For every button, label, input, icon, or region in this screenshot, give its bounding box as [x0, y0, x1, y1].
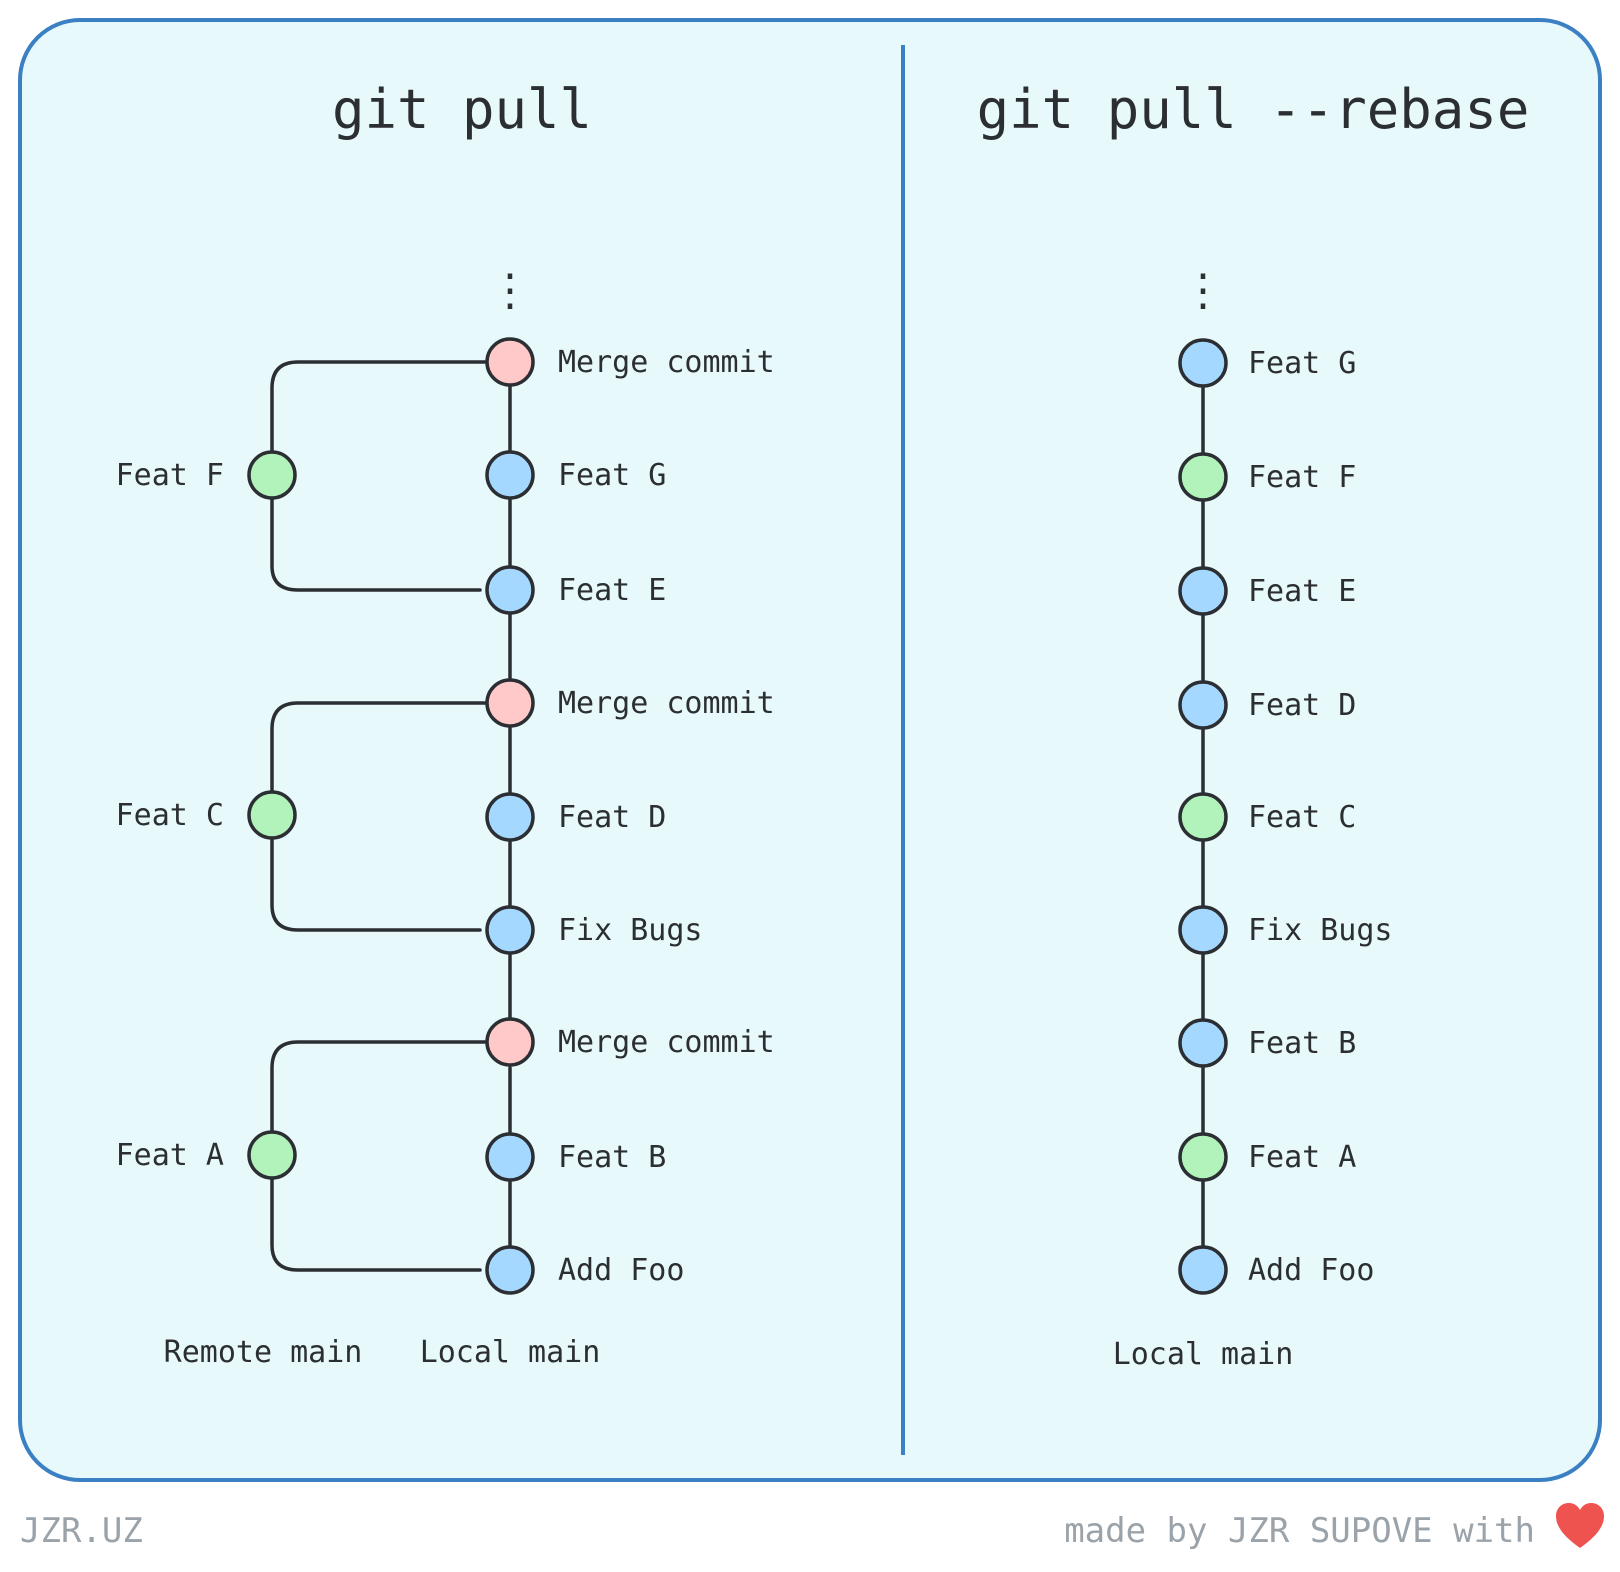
commit-label: Feat C [116, 798, 224, 833]
remote-commit-node [1178, 1132, 1228, 1182]
commit-label: Feat D [1248, 688, 1356, 723]
commit-label: Feat B [1248, 1026, 1356, 1061]
merge-commit-node [485, 1017, 535, 1067]
commit-label: Feat G [558, 458, 666, 493]
commit-label: Add Foo [1248, 1253, 1374, 1288]
commit-label: Fix Bugs [558, 913, 703, 948]
heart-icon [1556, 1503, 1604, 1548]
commit-label: Add Foo [558, 1253, 684, 1288]
commit-label: Feat F [116, 458, 224, 493]
local-commit-node [485, 565, 535, 615]
commit-label: Feat E [558, 573, 666, 608]
commit-label: Feat C [1248, 800, 1356, 835]
local-commit-node [485, 1132, 535, 1182]
local-commit-node [1178, 566, 1228, 616]
left-remote-commits: Feat F Feat C Feat A [116, 450, 297, 1180]
commit-label: Feat E [1248, 574, 1356, 609]
local-commit-node [485, 905, 535, 955]
left-remote-branch-label: Remote main [164, 1335, 363, 1370]
commit-label: Fix Bugs [1248, 913, 1393, 948]
footer-left: JZR.UZ [20, 1511, 143, 1551]
right-local-branch-label: Local main [1113, 1337, 1294, 1372]
right-title: git pull --rebase [977, 78, 1530, 141]
remote-commit-node [1178, 452, 1228, 502]
commit-label: Feat G [1248, 346, 1356, 381]
local-commit-node [1178, 680, 1228, 730]
local-commit-node [485, 1245, 535, 1295]
local-commit-node [1178, 905, 1228, 955]
remote-commit-node [247, 790, 297, 840]
merge-commit-node [485, 678, 535, 728]
remote-commit-node [247, 1130, 297, 1180]
local-commit-node [1178, 1018, 1228, 1068]
remote-commit-node [1178, 792, 1228, 842]
local-commit-node [1178, 1245, 1228, 1295]
branch-path-feat-a [270, 1040, 487, 1272]
left-title: git pull [332, 78, 592, 141]
left-continuation: ⋮ [488, 265, 532, 316]
commit-label: Merge commit [558, 1025, 775, 1060]
commit-label: Feat A [116, 1138, 224, 1173]
right-commits: Feat G Feat F Feat E Feat D Feat C Fix BugsFe… [1178, 338, 1393, 1295]
remote-commit-node [247, 450, 297, 500]
commit-label: Feat B [558, 1140, 666, 1175]
local-commit-node [1178, 338, 1228, 388]
commit-label: Merge commit [558, 686, 775, 721]
local-commit-node [485, 792, 535, 842]
merge-commit-node [485, 337, 535, 387]
commit-label: Merge commit [558, 345, 775, 380]
commit-label: Feat F [1248, 460, 1356, 495]
branch-path-feat-f [270, 360, 487, 592]
right-continuation: ⋮ [1181, 265, 1225, 316]
commit-label: Feat A [1248, 1140, 1356, 1175]
left-local-branch-label: Local main [420, 1335, 601, 1370]
branch-path-feat-c [270, 701, 487, 932]
local-commit-node [485, 450, 535, 500]
commit-label: Feat D [558, 800, 666, 835]
footer-right: made by JZR SUPOVE with [1064, 1511, 1535, 1551]
left-connectors [270, 360, 512, 1272]
